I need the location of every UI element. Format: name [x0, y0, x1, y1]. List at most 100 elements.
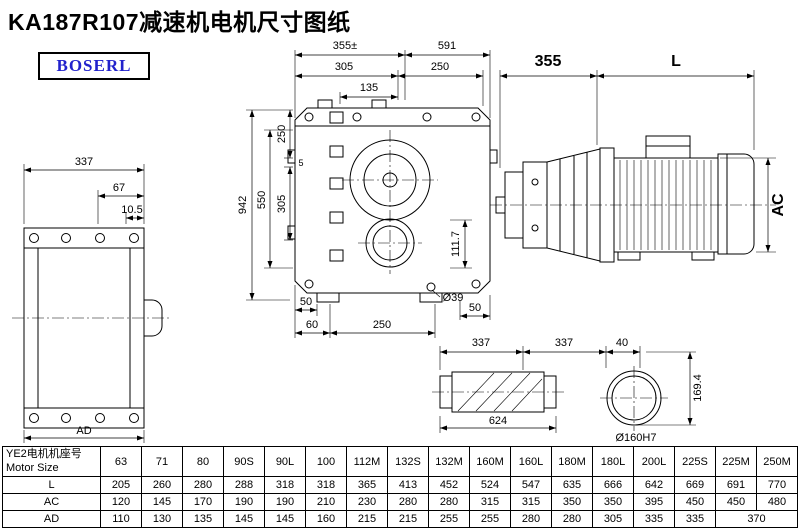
dim-10-5: 10.5 — [121, 204, 142, 216]
row-label: AC — [2, 493, 101, 511]
dim-dia-160h7: Ø160H7 — [616, 432, 657, 444]
table-cell: 450 — [715, 493, 757, 511]
size-header: 90S — [223, 446, 265, 477]
table-cell: 135 — [182, 510, 224, 528]
table-cell: 635 — [551, 476, 593, 494]
dim-111-7: 111.7 — [450, 231, 462, 257]
table-cell: 110 — [100, 510, 142, 528]
table-cell: 370 — [715, 510, 798, 528]
size-header: 100 — [305, 446, 347, 477]
table-header-row: YE2电机机座号 Motor Size 63 71 80 90S 90L 100… — [2, 446, 798, 477]
row-label: AD — [2, 510, 101, 528]
dim-942: 942 — [237, 196, 249, 214]
dim-67: 67 — [113, 182, 125, 194]
output-shaft-drawing: 337 337 40 624 169.4 Ø160H7 — [432, 337, 704, 444]
dim-305-top: 305 — [335, 61, 353, 73]
table-row-ac: AC 120 145 170 190 190 210 230 280 280 3… — [2, 493, 798, 511]
table-cell: 413 — [387, 476, 429, 494]
dim-355-top: 355± — [333, 40, 357, 52]
motor-size-table: YE2电机机座号 Motor Size 63 71 80 90S 90L 100… — [2, 446, 798, 528]
size-header: 132M — [428, 446, 470, 477]
table-cell: 669 — [674, 476, 716, 494]
size-header: 250M — [756, 446, 798, 477]
table-cell: 315 — [510, 493, 552, 511]
table-cell: 666 — [592, 476, 634, 494]
dim-ad: AD — [76, 425, 91, 437]
size-header: 90L — [264, 446, 306, 477]
table-cell: 205 — [100, 476, 142, 494]
table-cell: 120 — [100, 493, 142, 511]
dim-50-bottom-right: 50 — [469, 302, 481, 314]
dim-250-top: 250 — [431, 61, 449, 73]
table-cell: 260 — [141, 476, 183, 494]
table-row-l: L 205 260 280 288 318 318 365 413 452 52… — [2, 476, 798, 494]
table-cell: 190 — [223, 493, 265, 511]
table-cell: 318 — [305, 476, 347, 494]
size-header: 180L — [592, 446, 634, 477]
table-cell: 255 — [469, 510, 511, 528]
table-cell: 190 — [264, 493, 306, 511]
table-cell: 288 — [223, 476, 265, 494]
table-cell: 215 — [346, 510, 388, 528]
brand-logo: BOSERL — [38, 52, 150, 80]
table-cell: 318 — [264, 476, 306, 494]
table-cell: 170 — [182, 493, 224, 511]
size-header: 71 — [141, 446, 183, 477]
table-cell: 450 — [674, 493, 716, 511]
table-cell: 215 — [387, 510, 429, 528]
dim-40: 40 — [616, 337, 628, 349]
size-header: 112M — [346, 446, 388, 477]
table-cell: 145 — [141, 493, 183, 511]
table-cell: 305 — [592, 510, 634, 528]
header-cn: YE2电机机座号 — [6, 447, 82, 460]
row-label: L — [2, 476, 101, 494]
size-header: 225M — [715, 446, 757, 477]
dim-624: 624 — [489, 415, 507, 427]
dim-550: 550 — [256, 191, 268, 209]
dim-l: L — [671, 53, 681, 70]
dim-ac: AC — [770, 193, 787, 217]
table-cell: 365 — [346, 476, 388, 494]
table-cell: 255 — [428, 510, 470, 528]
table-cell: 395 — [633, 493, 675, 511]
size-header: 200L — [633, 446, 675, 477]
dim-591: 591 — [438, 40, 456, 52]
size-header: 80 — [182, 446, 224, 477]
dim-250-bottom: 250 — [373, 319, 391, 331]
table-cell: 350 — [551, 493, 593, 511]
table-cell: 280 — [510, 510, 552, 528]
dim-60: 60 — [306, 319, 318, 331]
dim-169-4: 169.4 — [692, 374, 704, 402]
table-cell: 335 — [633, 510, 675, 528]
table-cell: 280 — [182, 476, 224, 494]
table-cell: 642 — [633, 476, 675, 494]
dim-135: 135 — [360, 82, 378, 94]
dim-50-bottom-left: 50 — [300, 296, 312, 308]
table-cell: 145 — [223, 510, 265, 528]
table-cell: 280 — [387, 493, 429, 511]
table-cell: 280 — [551, 510, 593, 528]
table-cell: 130 — [141, 510, 183, 528]
table-cell: 145 — [264, 510, 306, 528]
table-cell: 691 — [715, 476, 757, 494]
motor-side-view-drawing: 355 L AC — [490, 53, 787, 263]
table-cell: 315 — [469, 493, 511, 511]
header-en: Motor Size — [6, 461, 59, 474]
brand-logo-text: BOSERL — [56, 56, 132, 75]
technical-drawing: 337 67 10.5 AD — [12, 40, 787, 444]
dim-337-b: 337 — [555, 337, 573, 349]
size-header: 225S — [674, 446, 716, 477]
dim-dia-39: Ø39 — [443, 292, 464, 304]
table-cell: 350 — [592, 493, 634, 511]
table-cell: 280 — [428, 493, 470, 511]
table-cell: 770 — [756, 476, 798, 494]
dim-337: 337 — [75, 156, 93, 168]
dim-355-motor: 355 — [535, 53, 562, 70]
table-cell: 480 — [756, 493, 798, 511]
table-cell: 160 — [305, 510, 347, 528]
table-cell: 524 — [469, 476, 511, 494]
size-header: 160M — [469, 446, 511, 477]
dim-337-a: 337 — [472, 337, 490, 349]
table-cell: 230 — [346, 493, 388, 511]
table-cell: 452 — [428, 476, 470, 494]
